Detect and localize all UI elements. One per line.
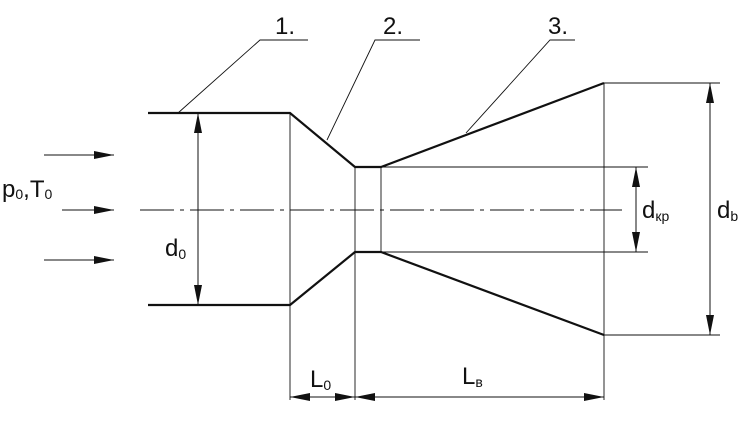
L0-label: L0 [310, 366, 331, 393]
callout-2-leader [326, 39, 420, 141]
dimension-lines [194, 83, 714, 401]
callout-1-leader [177, 39, 308, 114]
inlet-conditions-label: p0,T0 [2, 176, 53, 203]
dkr-label: dкр [642, 197, 669, 224]
callout-1-label: 1. [275, 13, 295, 40]
db-label: db [717, 197, 738, 224]
callout-3-leader [465, 39, 575, 134]
construction-lines [289, 82, 720, 400]
d0-label: d0 [165, 235, 186, 262]
callout-2-label: 2. [383, 13, 403, 40]
nozzle-lower-wall [148, 250, 605, 337]
inlet-flow-arrows [44, 151, 114, 264]
nozzle-contour [148, 81, 605, 337]
nozzle-upper-wall [148, 81, 605, 169]
callout-3-label: 3. [548, 13, 568, 40]
callout-leaders [177, 39, 575, 141]
LB-label: Lв [462, 363, 483, 390]
